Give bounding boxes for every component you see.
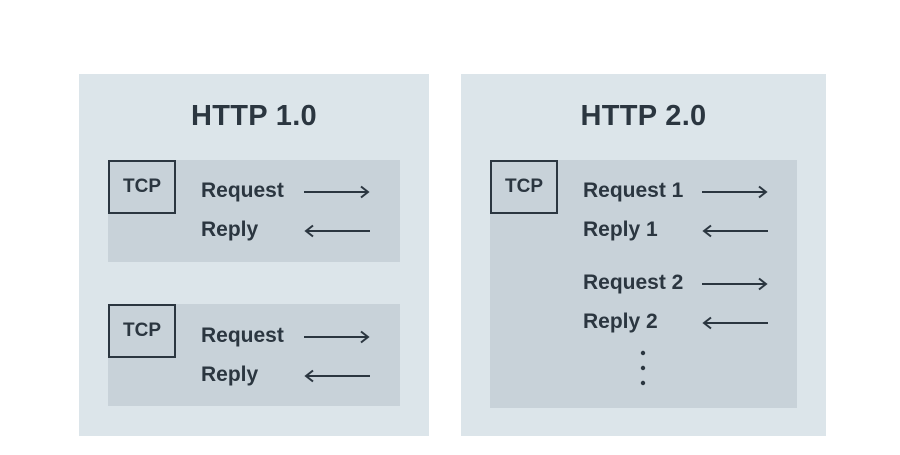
http2-title: HTTP 2.0 (580, 100, 707, 132)
reply-2-label: Reply 2 (583, 310, 658, 333)
vertical-ellipsis-icon (640, 350, 646, 386)
reply-label: Reply (201, 363, 259, 386)
arrow-left-icon (304, 224, 370, 238)
reply-1-label: Reply 1 (583, 218, 658, 241)
request-2-label: Request 2 (583, 271, 684, 294)
request-1-label: Request 1 (583, 179, 684, 202)
arrow-right-icon (304, 330, 370, 344)
http1-title: HTTP 1.0 (191, 100, 317, 132)
http2-panel: HTTP 2.0 TCP Request 1 Reply 1 Request 2… (461, 74, 826, 436)
http1-connection-2: TCP Request Reply (108, 304, 400, 406)
arrow-left-icon (702, 316, 768, 330)
arrow-right-icon (702, 185, 768, 199)
http1-connection-1: TCP Request Reply (108, 160, 400, 262)
reply-label: Reply (201, 218, 259, 241)
request-label: Request (201, 179, 284, 202)
http1-panel: HTTP 1.0 TCP Request Reply TCP Request R… (79, 74, 429, 436)
tcp-label: TCP (490, 160, 558, 214)
tcp-label: TCP (108, 304, 176, 358)
arrow-left-icon (702, 224, 768, 238)
request-label: Request (201, 324, 284, 347)
arrow-right-icon (304, 185, 370, 199)
http2-connection: TCP Request 1 Reply 1 Request 2 Reply 2 (490, 160, 797, 408)
arrow-left-icon (304, 369, 370, 383)
arrow-right-icon (702, 277, 768, 291)
tcp-label: TCP (108, 160, 176, 214)
